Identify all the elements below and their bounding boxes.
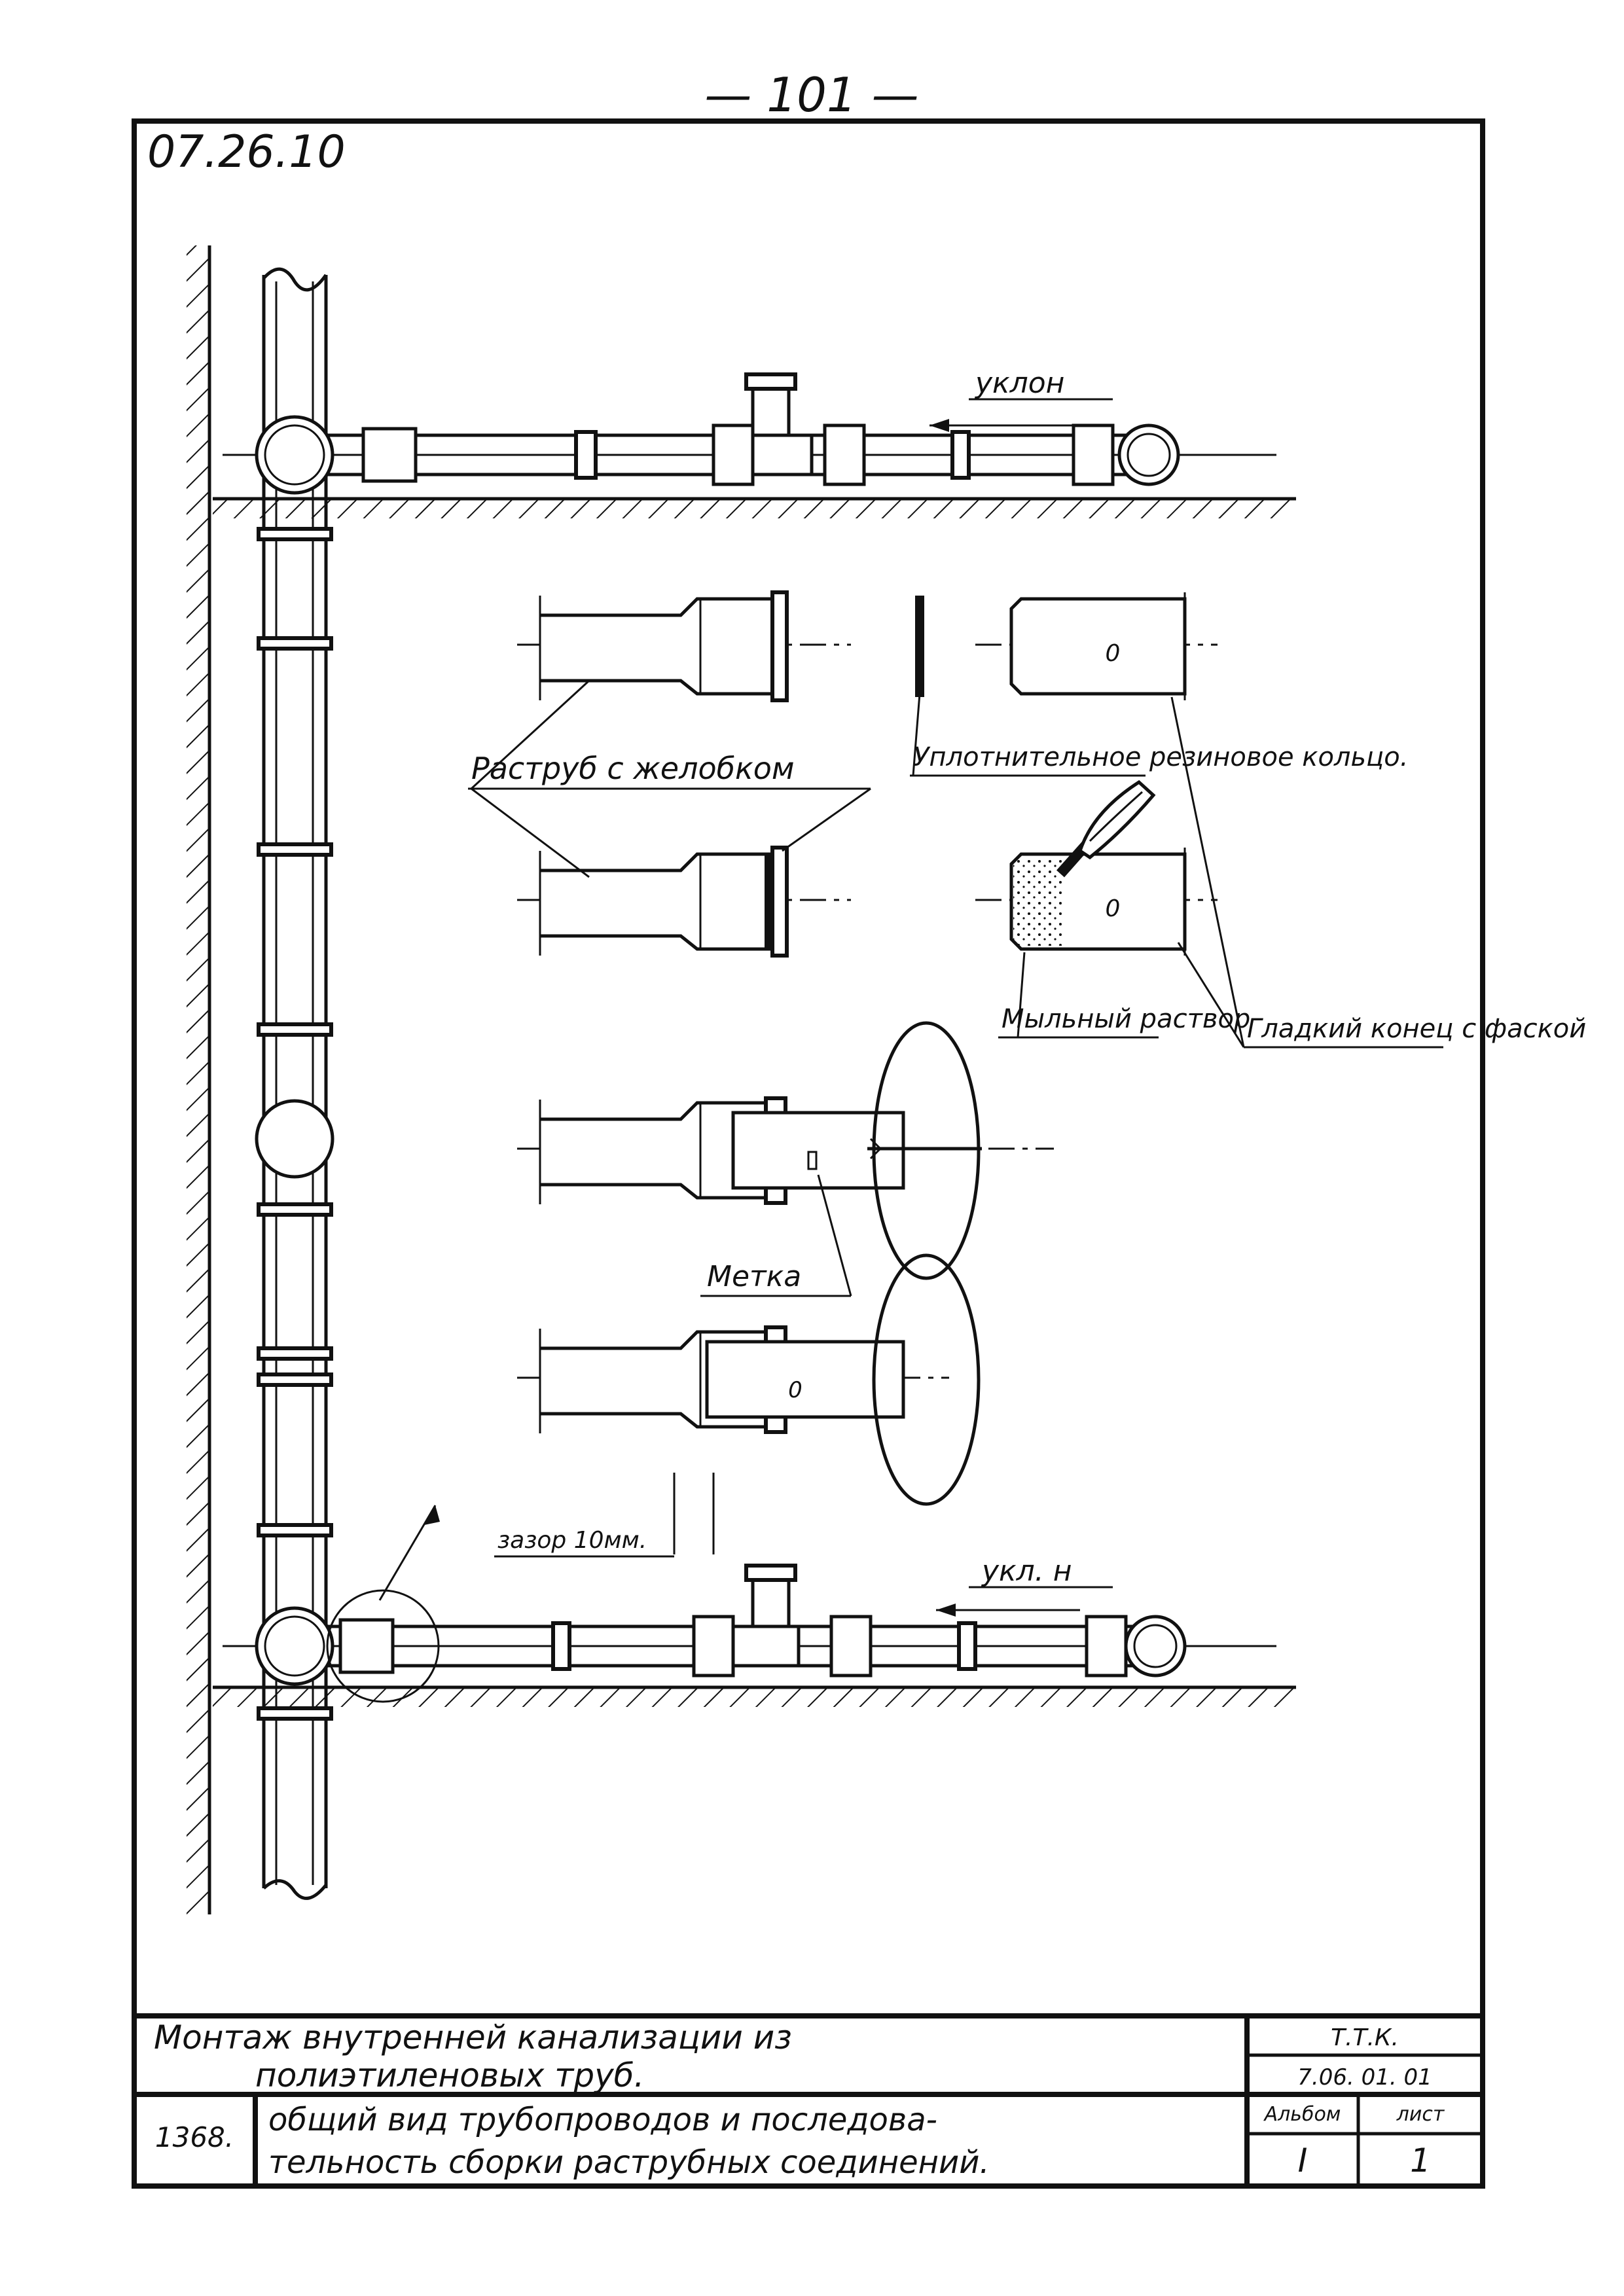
step4-assembled: 0 (517, 1253, 981, 1554)
svg-text:Метка: Метка (707, 1260, 801, 1293)
title-block: Монтаж внутренней канализации из полиэти… (134, 2013, 1483, 2186)
code-label: Т.Т.К. (1331, 2024, 1399, 2051)
sheet-value: 1 (1410, 2142, 1431, 2179)
top-branch-pipeline: уклон (223, 367, 1276, 495)
mark-symbol-2: 0 (1106, 895, 1121, 922)
subtitle-line-2: тельность сборки раструбных соединений. (268, 2144, 990, 2181)
label-smooth-end: Гладкий конец с фаской (1170, 696, 1586, 1049)
mark-symbol-4: 0 (788, 1377, 803, 1403)
step2-spigot: 0 (975, 848, 1218, 956)
year: 1368. (155, 2121, 234, 2153)
doc-code: 07.26.10 (147, 126, 346, 178)
label-socket-groove: Раструб с желобком (468, 679, 871, 878)
label-soap-solution: Мыльный раствор (998, 952, 1250, 1039)
mark-symbol: 0 (1106, 640, 1121, 667)
floor-slab-top (213, 497, 1296, 518)
label-seal-ring: Уплотнительное резиновое кольцо. (782, 693, 1408, 852)
slope-bottom-label: укл. н (981, 1554, 1072, 1588)
svg-text:Уплотнительное резиновое кольц: Уплотнительное резиновое кольцо. (913, 742, 1408, 772)
album-label: Альбом (1263, 2103, 1341, 2126)
bottom-branch-pipeline: укл. н (223, 1505, 1276, 1703)
svg-text:Гладкий конец с фаской: Гладкий конец с фаской (1247, 1014, 1586, 1044)
slope-top-label: уклон (974, 367, 1064, 400)
sheet-label: лист (1396, 2103, 1445, 2126)
code-value: 7.06. 01. 01 (1297, 2064, 1432, 2090)
vertical-riser (255, 267, 334, 1900)
step1-spigot: 0 (975, 592, 1218, 700)
svg-text:Мыльный раствор: Мыльный раствор (1001, 1004, 1250, 1034)
wall (187, 245, 211, 1914)
svg-text:Раструб с желобком: Раструб с желобком (471, 751, 795, 786)
album-value: I (1298, 2142, 1308, 2179)
step2-socket (517, 846, 851, 958)
sheet-frame (132, 118, 1485, 2189)
seal-ring (915, 596, 924, 697)
step1-socket (517, 590, 851, 702)
title-line-2: полиэтиленовых труб. (255, 2056, 644, 2094)
brush-icon (1056, 780, 1156, 878)
floor-slab-bottom (213, 1685, 1296, 1707)
title-line-1: Монтаж внутренней канализации из (154, 2018, 792, 2056)
label-mark: Метка (700, 1174, 852, 1297)
subtitle-line-1: общий вид трубопроводов и последова- (268, 2102, 937, 2138)
svg-text:зазор 10мм.: зазор 10мм. (497, 1527, 647, 1554)
label-gap: зазор 10мм. (494, 1527, 674, 1558)
step3-insertion (517, 1021, 1054, 1280)
page-number: — 101 — (704, 67, 918, 122)
